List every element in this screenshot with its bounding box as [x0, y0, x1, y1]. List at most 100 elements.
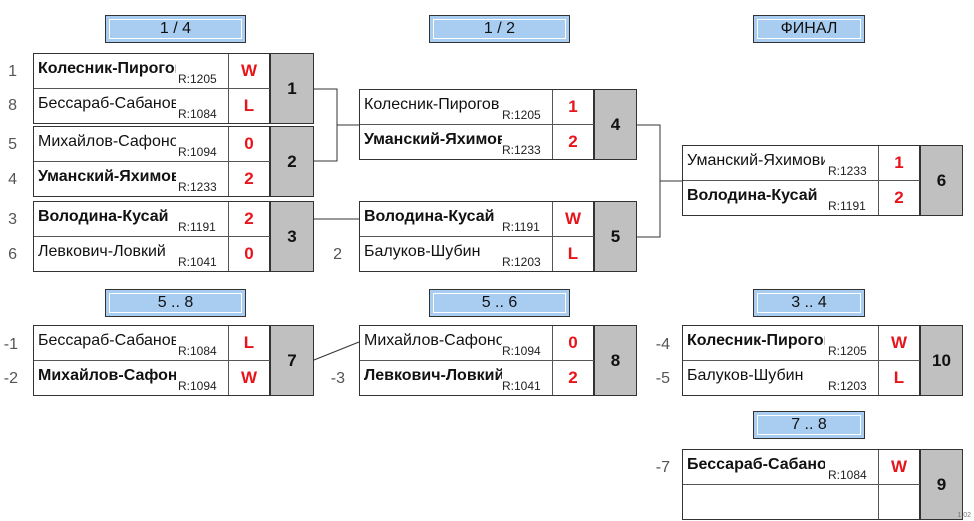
- match-row[interactable]: Балуков-Шубин R:1203 L: [683, 361, 920, 395]
- match-row[interactable]: Уманский-Яхимович R:1233 2: [360, 125, 594, 159]
- match-row[interactable]: Бессараб-Сабанов R:1084 W: [683, 450, 920, 485]
- player-name: Бессараб-Сабанов: [38, 332, 176, 349]
- match-row[interactable]: Балуков-Шубин R:1203 L: [360, 237, 594, 271]
- match-row[interactable]: Колесник-Пирогов R:1205 W: [34, 54, 270, 89]
- header-places-3-4: 3 .. 4: [753, 289, 865, 317]
- player-name: Уманский-Яхимович: [38, 168, 176, 185]
- match-row[interactable]: Михайлов-Сафонов R:1094 W: [34, 361, 270, 395]
- seed-label: 1: [8, 63, 17, 80]
- player-score: 1: [552, 90, 594, 124]
- match-1[interactable]: Колесник-Пирогов R:1205 W Бессараб-Сабан…: [33, 53, 314, 124]
- match-8[interactable]: Михайлов-Сафонов R:1094 0 Левкович-Ловки…: [359, 325, 637, 396]
- match-6[interactable]: Уманский-Яхимович R:1233 1 Володина-Куса…: [682, 145, 963, 216]
- player-name: Колесник-Пирогов: [687, 332, 825, 349]
- player-name: Балуков-Шубин: [364, 243, 481, 260]
- match-row[interactable]: Михайлов-Сафонов R:1094 0: [360, 326, 594, 361]
- match-row[interactable]: Колесник-Пирогов R:1205 W: [683, 326, 920, 361]
- player-rating: R:1205: [827, 344, 868, 358]
- match-7[interactable]: Бессараб-Сабанов R:1084 L Михайлов-Сафон…: [33, 325, 314, 396]
- header-places-5-6: 5 .. 6: [429, 289, 570, 317]
- match-10[interactable]: Колесник-Пирогов R:1205 W Балуков-Шубин …: [682, 325, 963, 396]
- match-4[interactable]: Колесник-Пирогов R:1205 1 Уманский-Яхимо…: [359, 89, 637, 160]
- player-rating: R:1041: [177, 255, 218, 269]
- match-number: 3: [270, 201, 314, 272]
- seed-label: -3: [330, 370, 345, 387]
- player-score: W: [552, 202, 594, 236]
- player-rating: R:1191: [501, 220, 541, 234]
- player-rating: R:1203: [501, 255, 542, 269]
- match-row[interactable]: Михайлов-Сафонов R:1094 0: [34, 127, 270, 162]
- player-score: L: [228, 89, 270, 123]
- player-name: Левкович-Ловкий: [38, 243, 166, 260]
- seed-label: -4: [655, 336, 670, 353]
- match-row[interactable]: Колесник-Пирогов R:1205 1: [360, 90, 594, 125]
- player-rating: R:1084: [177, 107, 218, 121]
- match-2[interactable]: Михайлов-Сафонов R:1094 0 Уманский-Яхимо…: [33, 126, 314, 197]
- match-3[interactable]: Володина-Кусай R:1191 2 Левкович-Ловкий …: [33, 201, 314, 272]
- player-name: Михайлов-Сафонов: [38, 133, 176, 150]
- player-name: Бессараб-Сабанов: [38, 95, 176, 112]
- seed-label: 8: [8, 97, 17, 114]
- match-number: 1: [270, 53, 314, 124]
- player-score: [878, 485, 920, 519]
- player-rating: R:1233: [501, 143, 542, 157]
- seed-label: -1: [3, 336, 18, 353]
- player-name: Михайлов-Сафонов: [364, 332, 502, 349]
- player-name: Колесник-Пирогов: [38, 60, 176, 77]
- match-9[interactable]: Бессараб-Сабанов R:1084 W 9: [682, 449, 963, 520]
- player-score: W: [228, 54, 270, 88]
- header-semifinal: 1 / 2: [429, 15, 570, 43]
- player-rating: R:1094: [501, 344, 542, 358]
- match-5[interactable]: Володина-Кусай R:1191 W Балуков-Шубин R:…: [359, 201, 637, 272]
- player-name: Михайлов-Сафонов: [38, 367, 176, 384]
- player-score: 1: [878, 146, 920, 180]
- header-places-5-8: 5 .. 8: [105, 289, 246, 317]
- match-number: 7: [270, 325, 314, 396]
- watermark: 1.02: [957, 512, 971, 519]
- player-name: Бессараб-Сабанов: [687, 456, 825, 473]
- player-score: W: [878, 450, 920, 484]
- match-row[interactable]: Левкович-Ловкий R:1041 2: [360, 361, 594, 395]
- player-score: 2: [552, 361, 594, 395]
- player-name: Уманский-Яхимович: [364, 131, 502, 148]
- player-name: Володина-Кусай: [38, 208, 169, 225]
- match-number: 2: [270, 126, 314, 197]
- match-row[interactable]: Володина-Кусай R:1191 W: [360, 202, 594, 237]
- match-number: 4: [594, 89, 637, 160]
- header-final: ФИНАЛ: [753, 15, 865, 43]
- player-score: 2: [228, 202, 270, 236]
- player-score: 2: [228, 162, 270, 196]
- player-rating: R:1203: [827, 379, 868, 393]
- player-name: Левкович-Ловкий: [364, 367, 502, 384]
- player-score: L: [878, 361, 920, 395]
- seed-label: 2: [333, 246, 342, 263]
- match-row[interactable]: [683, 485, 920, 519]
- match-row[interactable]: Уманский-Яхимович R:1233 2: [34, 162, 270, 196]
- player-rating: R:1191: [827, 199, 867, 213]
- player-rating: R:1205: [177, 72, 218, 86]
- player-name: Володина-Кусай: [364, 208, 495, 225]
- seed-label: 4: [8, 171, 17, 188]
- seed-label: 6: [8, 246, 17, 263]
- match-number: 5: [594, 201, 637, 272]
- player-name: Колесник-Пирогов: [364, 96, 500, 113]
- match-row[interactable]: Левкович-Ловкий R:1041 0: [34, 237, 270, 271]
- header-quarterfinal: 1 / 4: [105, 15, 246, 43]
- match-row[interactable]: Бессараб-Сабанов R:1084 L: [34, 326, 270, 361]
- match-number: 6: [920, 145, 963, 216]
- match-row[interactable]: Уманский-Яхимович R:1233 1: [683, 146, 920, 181]
- player-name: Балуков-Шубин: [687, 367, 804, 384]
- header-places-7-8: 7 .. 8: [753, 411, 865, 439]
- player-score: L: [552, 237, 594, 271]
- player-name: Уманский-Яхимович: [687, 152, 825, 169]
- match-row[interactable]: Володина-Кусай R:1191 2: [683, 181, 920, 215]
- player-name: Володина-Кусай: [687, 187, 818, 204]
- match-row[interactable]: Володина-Кусай R:1191 2: [34, 202, 270, 237]
- player-rating: R:1191: [177, 220, 217, 234]
- connector-m4-m5: [637, 124, 661, 238]
- connector-m1-m2: [314, 88, 338, 162]
- match-row[interactable]: Бессараб-Сабанов R:1084 L: [34, 89, 270, 123]
- player-rating: R:1205: [501, 108, 542, 122]
- match-number: 8: [594, 325, 637, 396]
